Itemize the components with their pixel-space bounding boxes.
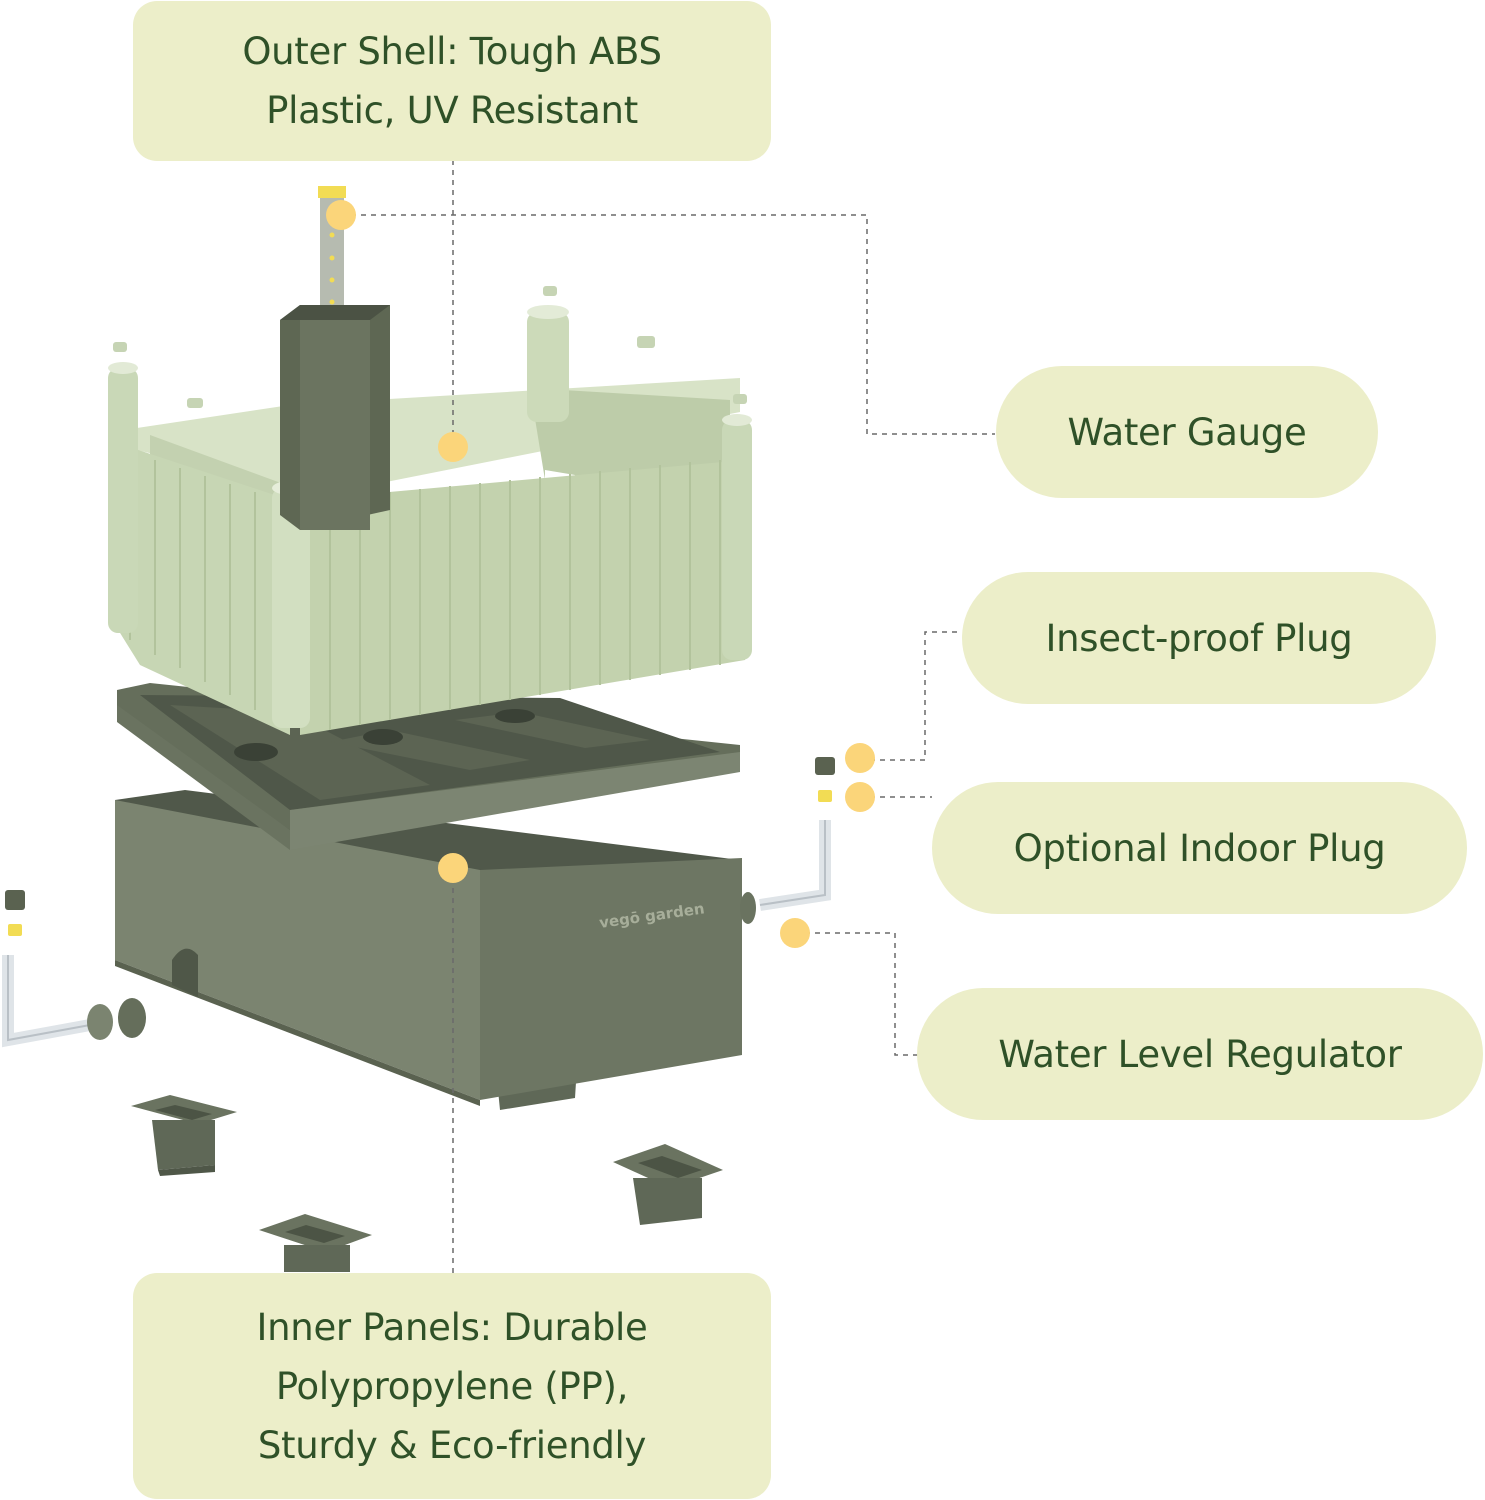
callout-insect-proof-plug-text: Insect-proof Plug <box>1045 616 1353 660</box>
marker-inner-panels <box>438 853 468 883</box>
callout-outer-shell-line-2: Plastic, UV Resistant <box>266 89 638 132</box>
marker-optional-indoor-plug <box>845 782 875 812</box>
marker-dots <box>326 200 875 948</box>
callout-inner-panels: Inner Panels: Durable Polypropylene (PP)… <box>133 1273 771 1499</box>
foot-right <box>613 1144 723 1225</box>
marker-outer-shell <box>438 432 468 462</box>
callout-insect-proof-plug: Insect-proof Plug <box>962 572 1436 704</box>
planter-base-reservoir: vegō garden <box>115 790 742 1106</box>
callout-water-gauge-text: Water Gauge <box>1067 410 1307 454</box>
marker-water-gauge <box>326 200 356 230</box>
callout-inner-panels-line-2: Polypropylene (PP), <box>275 1364 629 1408</box>
connector-lines <box>341 160 995 1273</box>
outer-shell <box>108 286 752 735</box>
regulator-and-plugs <box>740 757 835 924</box>
callout-inner-panels-line-1: Inner Panels: Durable <box>256 1305 648 1349</box>
callout-water-gauge: Water Gauge <box>996 366 1378 498</box>
callout-outer-shell: Outer Shell: Tough ABS Plastic, UV Resis… <box>133 1 771 161</box>
callout-water-level-regulator-text: Water Level Regulator <box>998 1032 1402 1076</box>
marker-insect-proof-plug <box>845 743 875 773</box>
callout-outer-shell-line-1: Outer Shell: Tough ABS <box>242 30 662 73</box>
callout-water-level-regulator: Water Level Regulator <box>917 988 1483 1120</box>
callout-optional-indoor-plug: Optional Indoor Plug <box>932 782 1467 914</box>
callout-optional-indoor-plug-text: Optional Indoor Plug <box>1013 826 1386 870</box>
foot-bottom <box>259 1214 372 1272</box>
foot-left <box>131 1095 237 1176</box>
callout-inner-panels-line-3: Sturdy & Eco-friendly <box>257 1423 647 1467</box>
water-gauge <box>280 186 390 530</box>
marker-water-level-regulator <box>780 918 810 948</box>
spare-regulator-parts <box>2 890 146 1048</box>
